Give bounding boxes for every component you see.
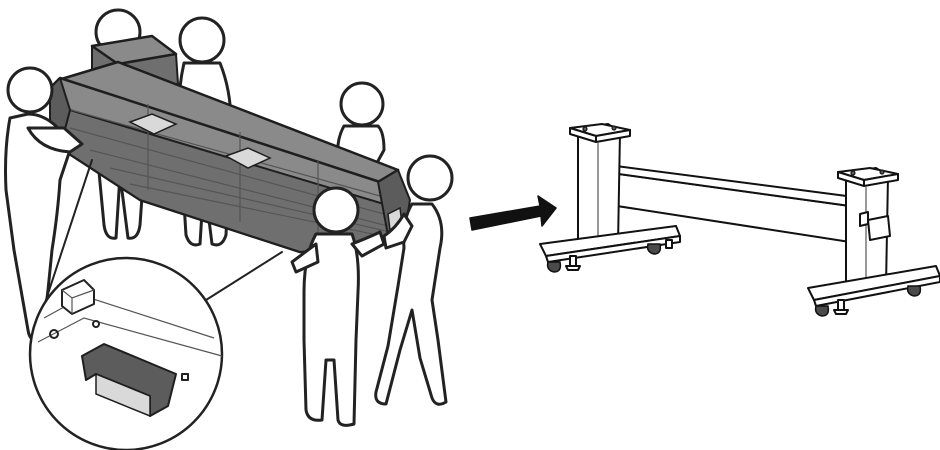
- right-arrow-icon: [470, 196, 556, 230]
- printer-stand: [540, 124, 940, 316]
